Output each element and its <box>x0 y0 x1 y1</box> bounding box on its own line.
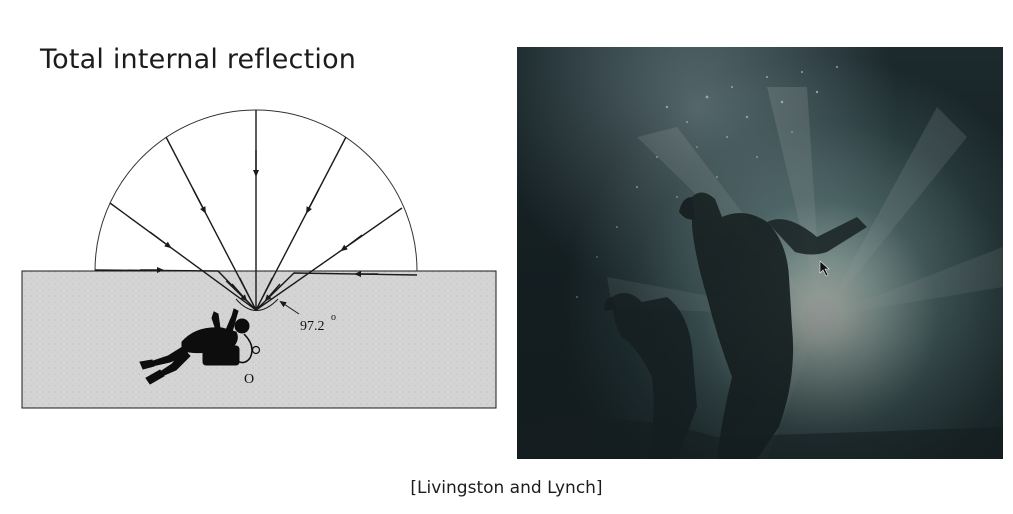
angle-unit: o <box>331 312 336 323</box>
angle-pointer <box>279 300 300 315</box>
mouse-cursor-icon <box>819 260 830 277</box>
origin-label: O <box>244 372 254 387</box>
tir-diagram: 97.2 o O <box>21 109 497 409</box>
ray-arrows <box>140 150 378 302</box>
underwater-photo <box>517 47 1003 459</box>
ray-right-2 <box>255 207 403 311</box>
fan-lines <box>225 277 287 311</box>
ray-right-1 <box>255 136 347 311</box>
angle-label: 97.2 <box>300 319 325 334</box>
ray-left-1 <box>165 136 257 311</box>
diver-silhouette <box>139 308 261 385</box>
water-block <box>21 270 497 409</box>
image-caption: [Livingston and Lynch] <box>410 478 603 498</box>
angle-arc <box>235 298 279 311</box>
slide-title: Total internal reflection <box>40 44 357 75</box>
ray-left-2 <box>109 202 257 311</box>
